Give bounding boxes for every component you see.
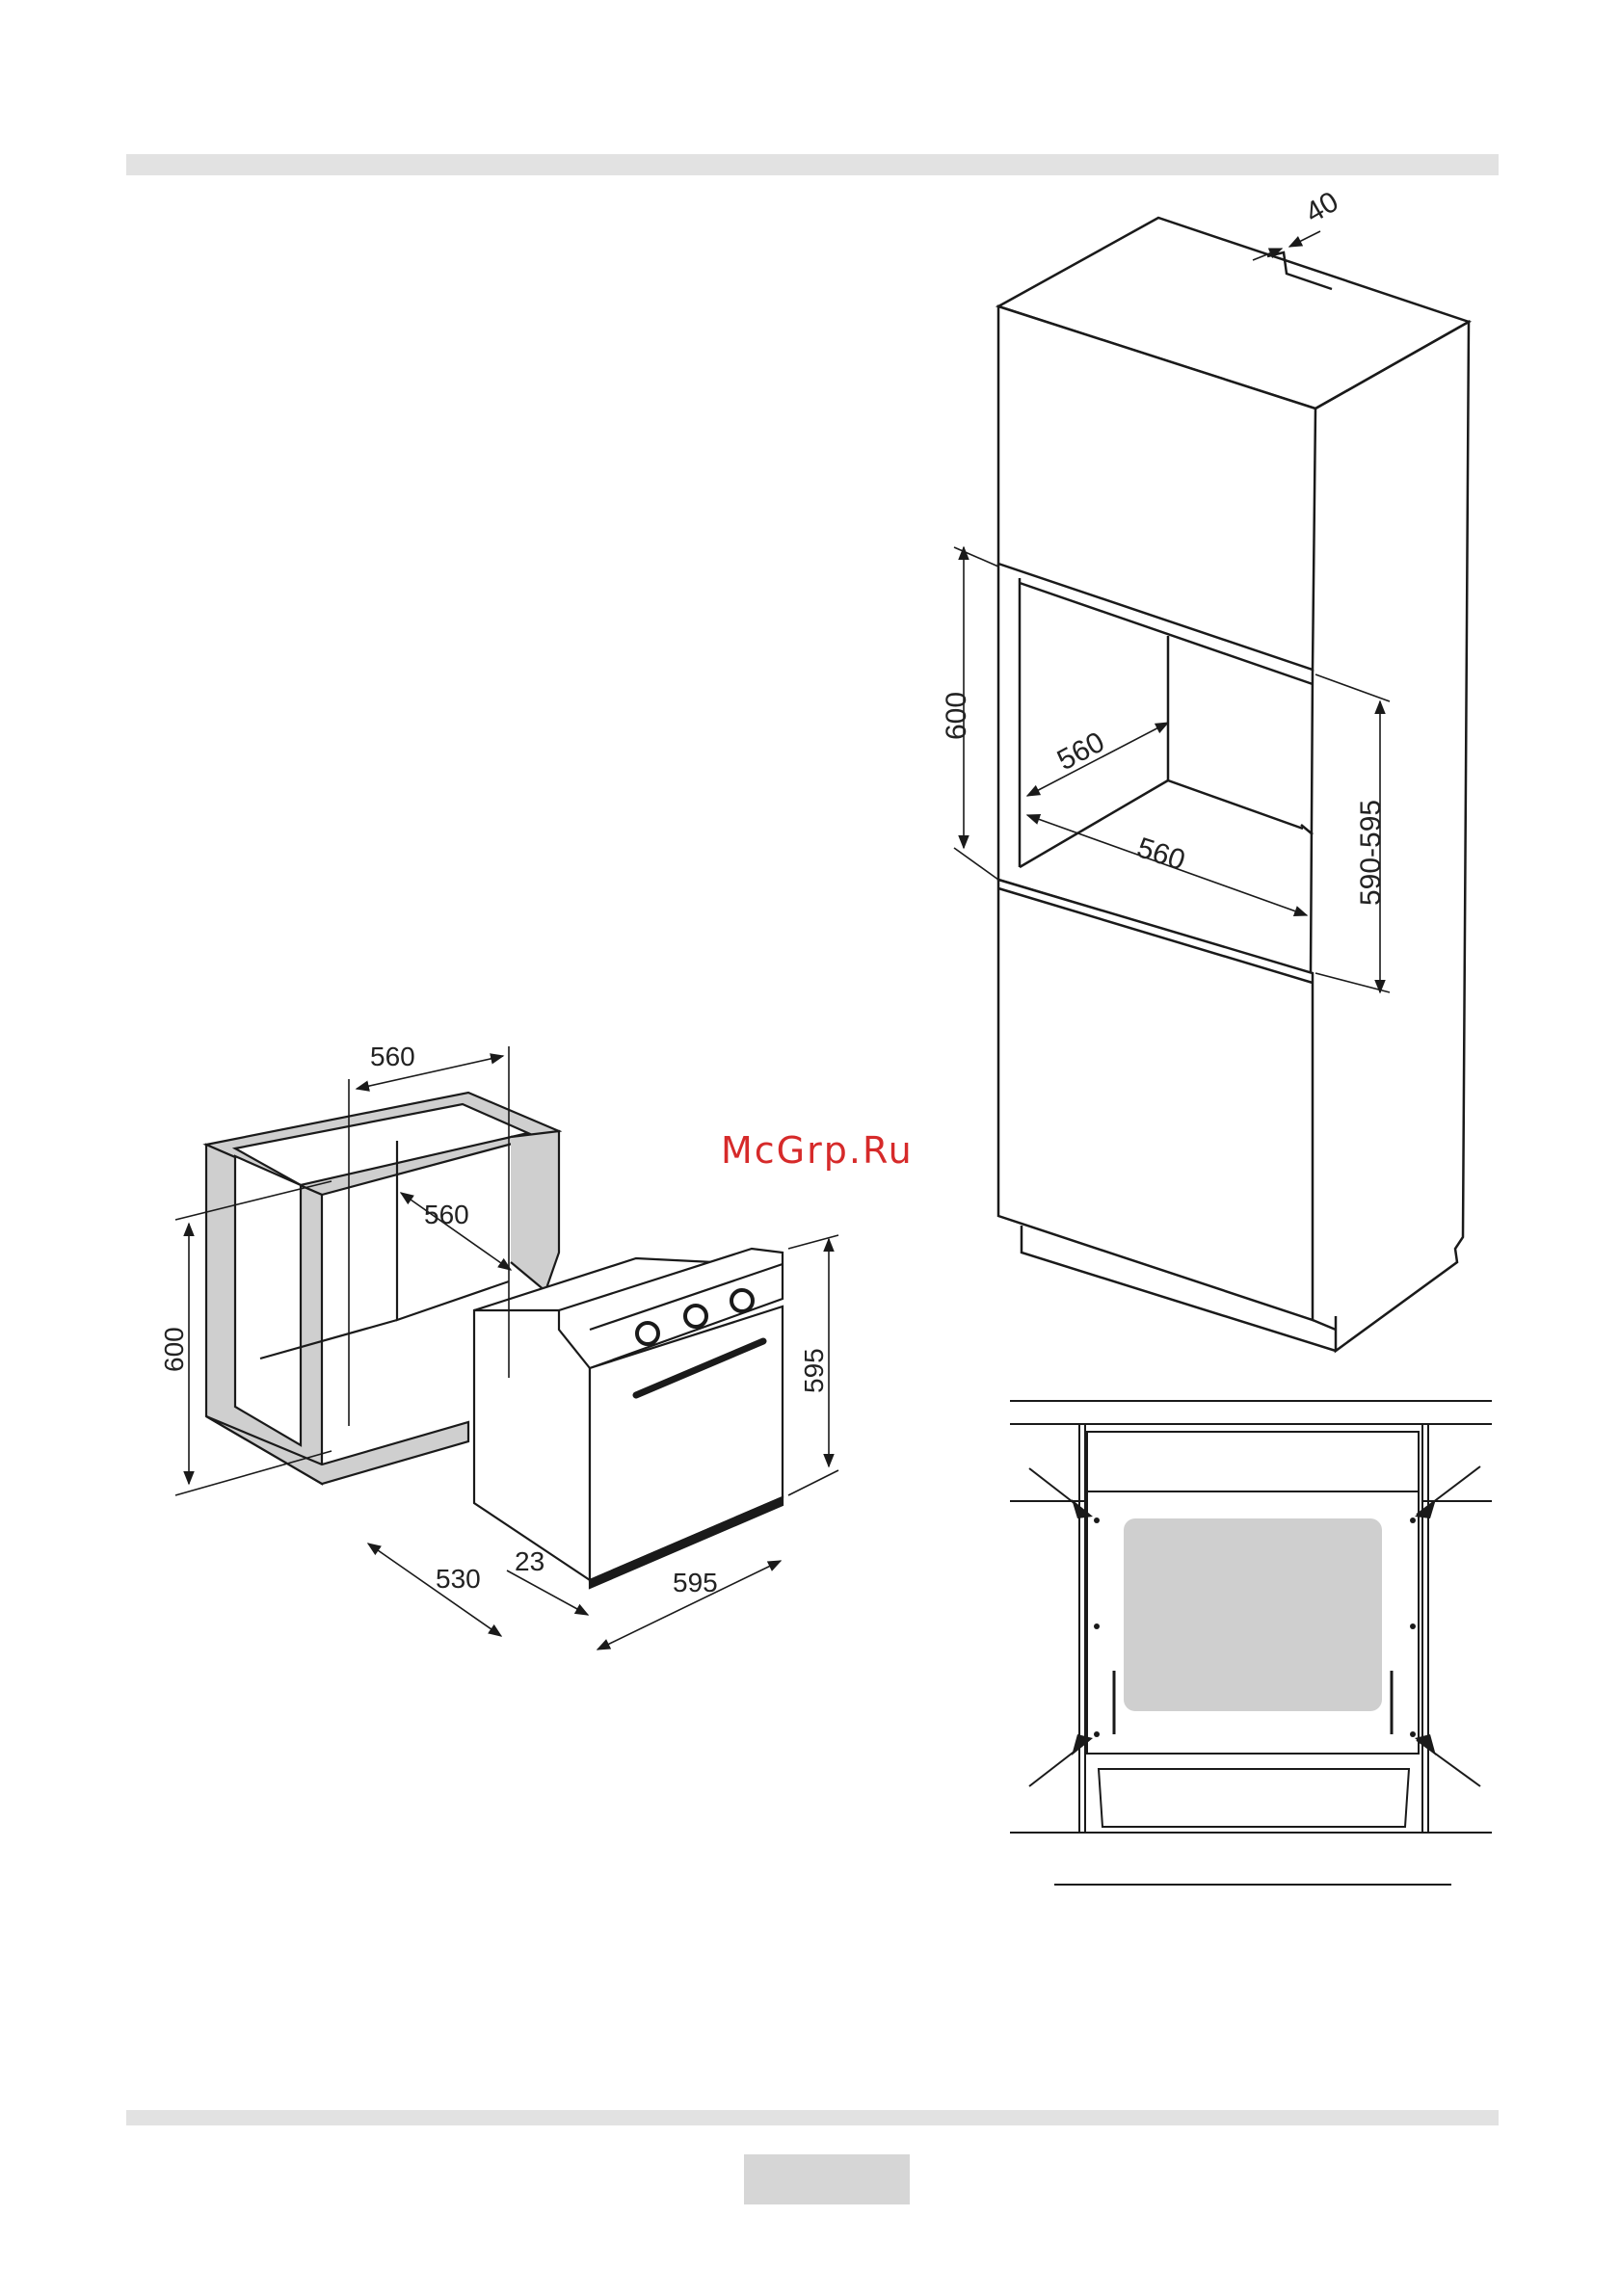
dim-niche-height-600: 600 <box>941 692 972 740</box>
dim-oven-width-595: 595 <box>673 1568 718 1597</box>
dim-opening-590-595: 590-595 <box>1355 800 1387 906</box>
bottom-rule <box>126 2110 1499 2125</box>
tall-cabinet-drawing <box>998 218 1469 1351</box>
dim-inner-depth-560: 560 <box>424 1200 469 1229</box>
page-number-box <box>744 2154 910 2204</box>
dim-oven-height-595: 595 <box>799 1348 829 1393</box>
dim-top-40: 40 <box>1300 186 1343 229</box>
dim-niche-height-600-left: 600 <box>159 1327 189 1372</box>
front-view-drawing <box>1010 1401 1492 1885</box>
dim-top-width-560: 560 <box>370 1042 415 1071</box>
watermark-text: McGrp.Ru <box>721 1129 914 1172</box>
dim-oven-depth-530: 530 <box>436 1564 481 1594</box>
dim-niche-width-560: 560 <box>1133 831 1189 877</box>
dim-niche-depth-560: 560 <box>1052 726 1110 778</box>
dim-front-23: 23 <box>515 1546 544 1576</box>
niche-install-drawing <box>206 1093 783 1588</box>
